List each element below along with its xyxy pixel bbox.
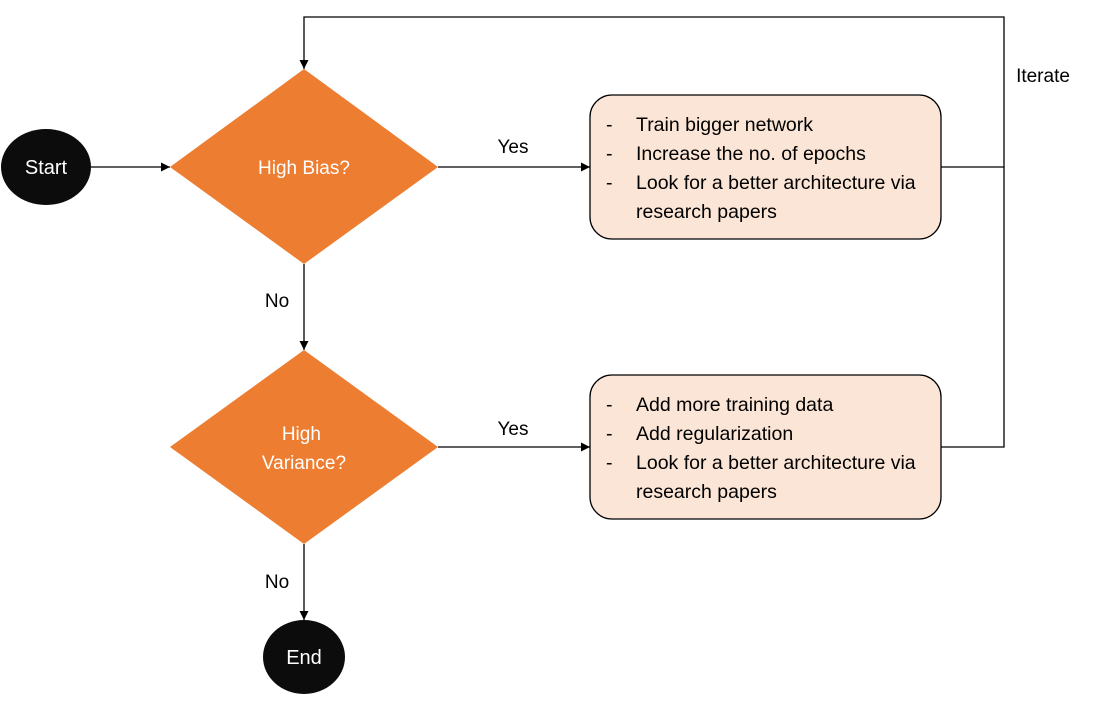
high-variance-decision — [170, 350, 438, 544]
high-bias-decision — [170, 69, 438, 264]
bias-actions-box — [589, 94, 942, 240]
variance-action-bullet: - — [606, 423, 613, 445]
variance-action-bullet: - — [606, 394, 613, 416]
bias-action-item-continuation: research papers — [636, 201, 777, 223]
bias-action-bullet: - — [606, 143, 613, 165]
bias-yes-label: Yes — [498, 137, 529, 158]
start-node — [1, 129, 91, 205]
bias-action-item: Increase the no. of epochs — [636, 143, 866, 165]
variance-action-item: Add regularization — [636, 423, 793, 445]
bias-no-label: No — [265, 291, 289, 312]
variance-actions-to-loop-connector — [941, 167, 1005, 448]
high-variance-label-line-2: Variance? — [262, 453, 346, 474]
iterate-loop-arrow — [299, 16, 1005, 168]
high-bias-label: High Bias? — [258, 158, 350, 179]
variance-action-item: Add more training data — [636, 394, 833, 416]
variance-no-label: No — [265, 572, 289, 593]
bias-actions-list: - Train bigger network - Increase the no… — [606, 114, 916, 223]
iterate-label: Iterate — [1016, 66, 1070, 87]
start-label: Start — [25, 157, 68, 179]
high-bias-label-line: High Bias? — [258, 158, 350, 179]
variance-actions-list: - Add more training data - Add regulariz… — [606, 394, 916, 503]
variance-action-item: Look for a better architecture via — [636, 452, 916, 474]
bias-action-bullet: - — [606, 114, 613, 136]
high-variance-label: High Variance? — [262, 424, 346, 474]
end-node — [263, 620, 345, 694]
bias-action-bullet: - — [606, 172, 613, 194]
variance-action-item-continuation: research papers — [636, 481, 777, 503]
variance-yes-label: Yes — [498, 419, 529, 440]
bias-action-item: Train bigger network — [636, 114, 813, 136]
variance-actions-box — [589, 374, 942, 520]
high-variance-label-line-1: High — [282, 424, 321, 445]
bias-action-item: Look for a better architecture via — [636, 172, 916, 194]
end-label: End — [286, 647, 322, 669]
variance-action-bullet: - — [606, 452, 613, 474]
